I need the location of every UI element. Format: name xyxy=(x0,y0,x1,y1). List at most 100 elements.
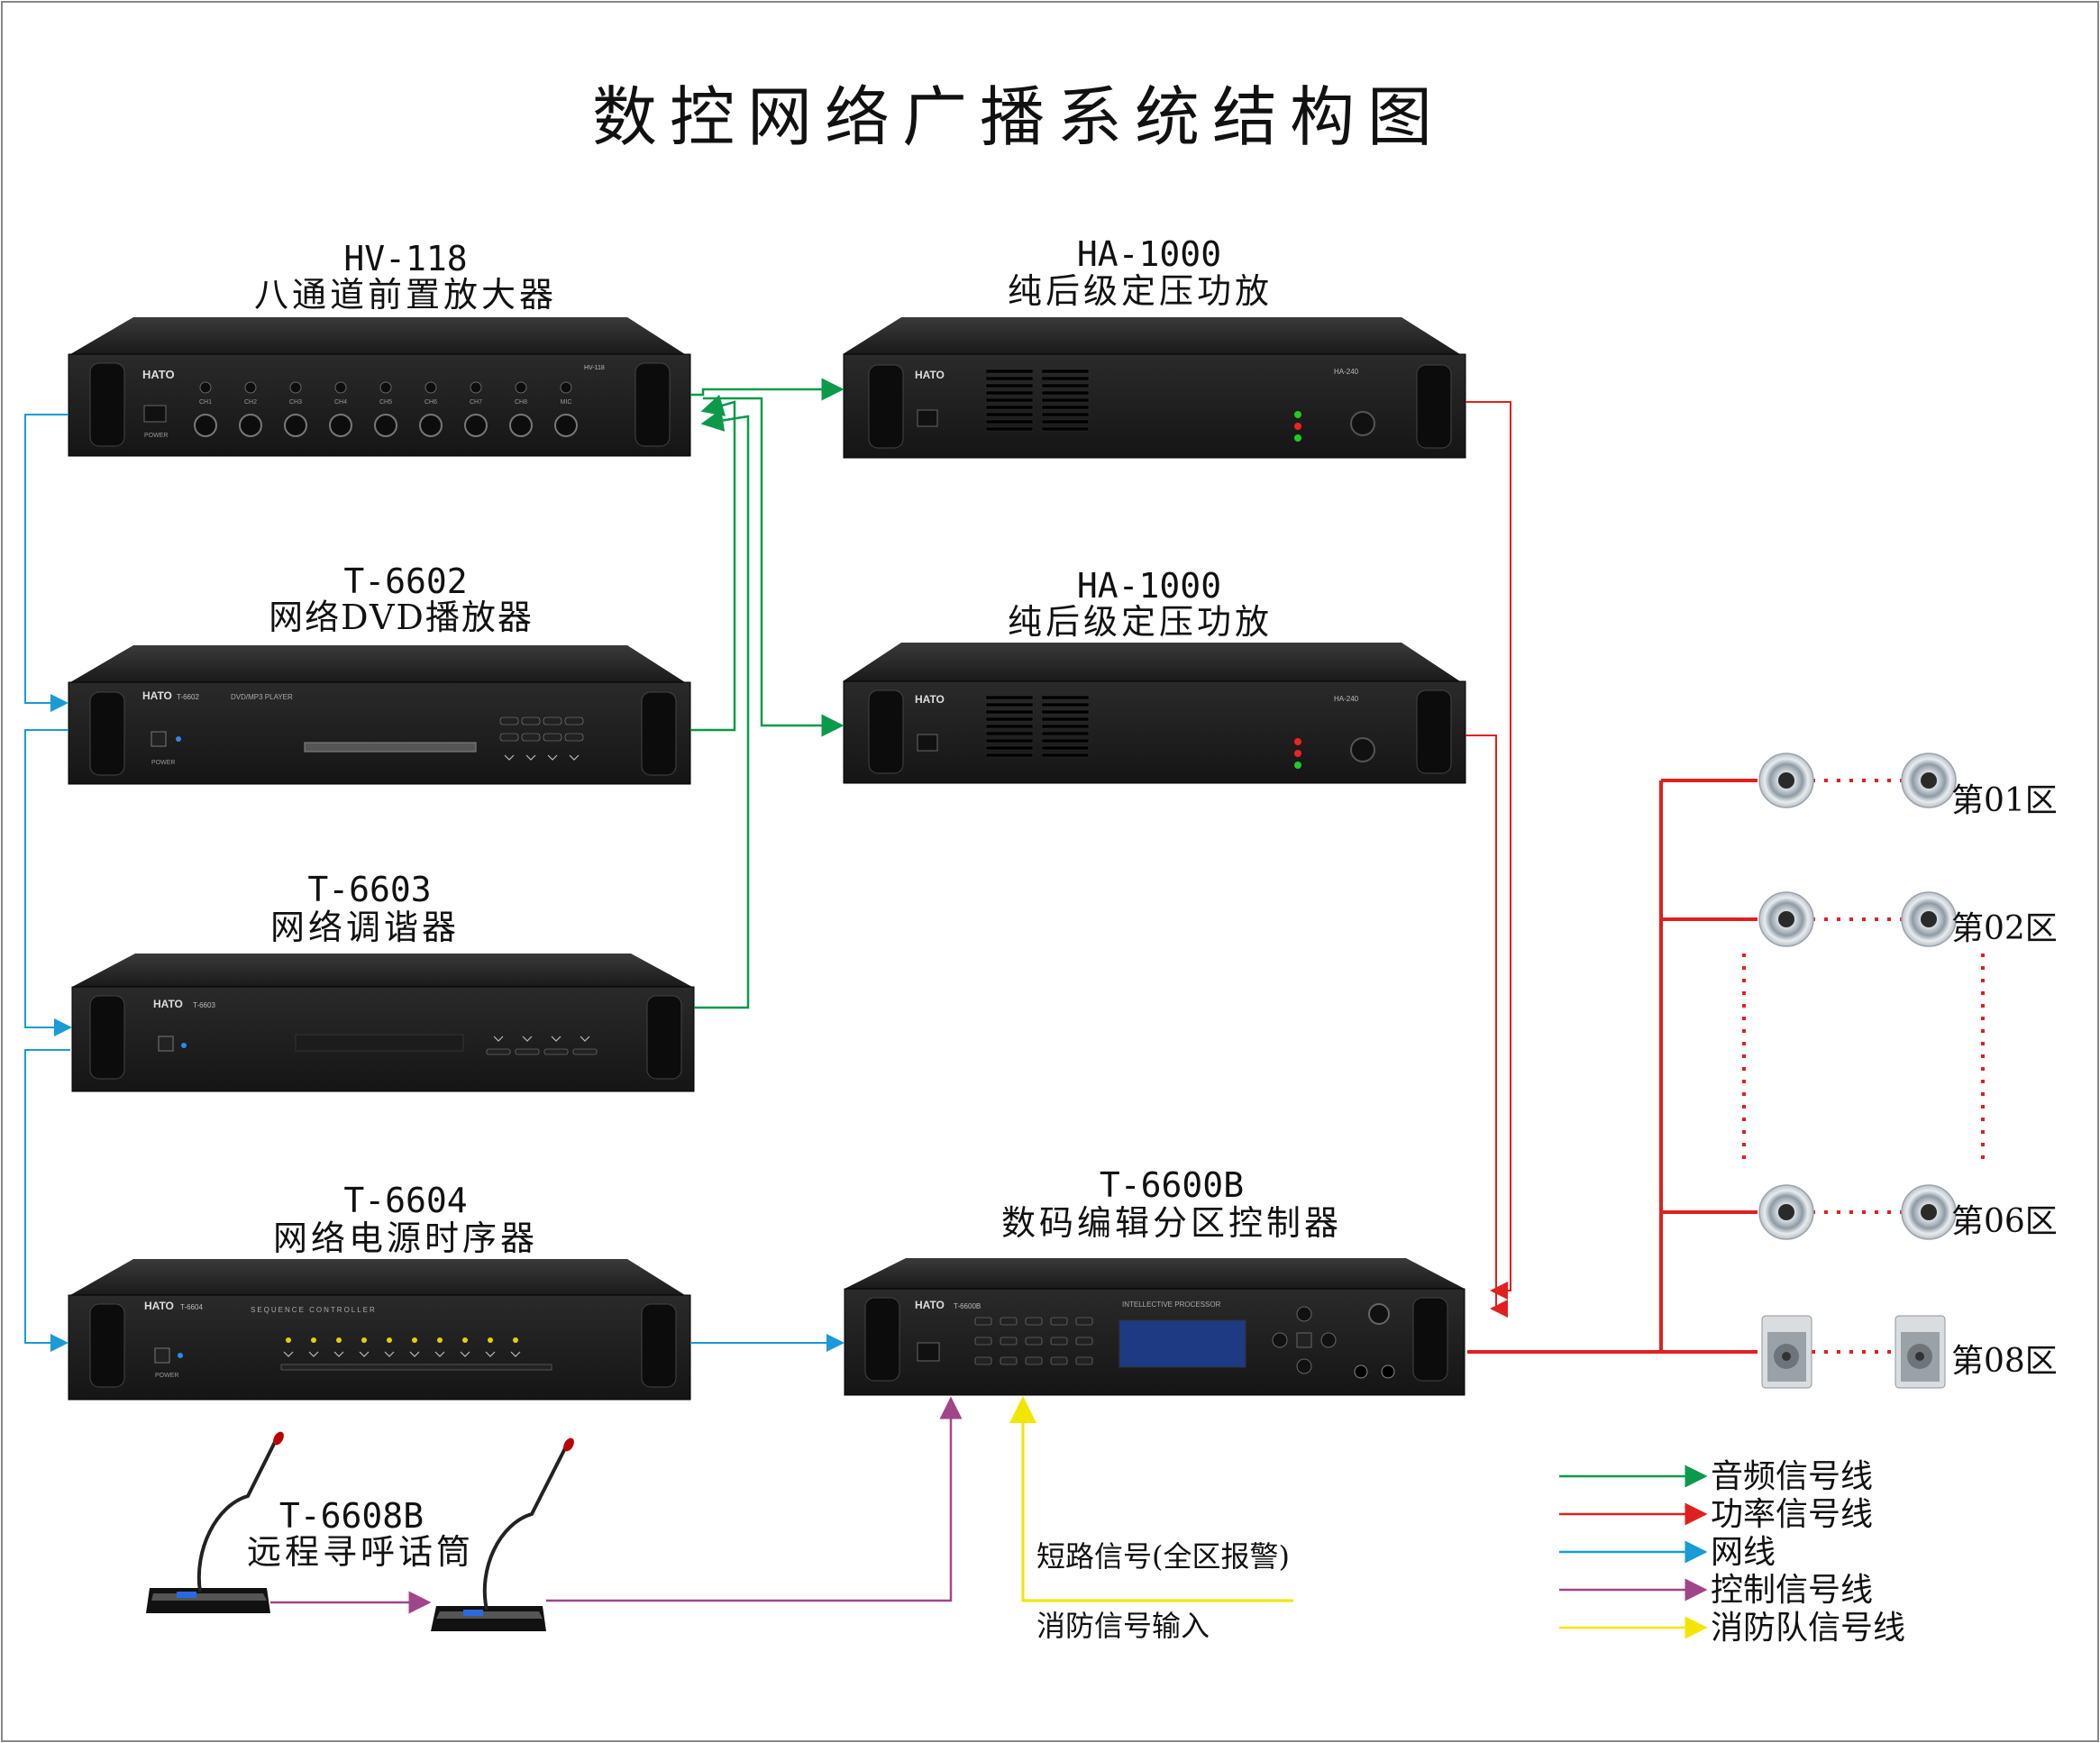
volume-knob xyxy=(284,414,307,437)
control-wires xyxy=(270,1396,963,1614)
tuner-buttons xyxy=(486,1036,598,1055)
hv118-badge: HV-118 xyxy=(584,365,605,371)
power-wires xyxy=(1465,401,1511,1318)
t6602-name: 网络DVD播放器 xyxy=(269,598,534,637)
channel-label: CH6 xyxy=(425,399,437,406)
vent-grille xyxy=(985,369,1090,432)
brand-logo: HATO xyxy=(142,368,175,381)
channel-label: CH3 xyxy=(289,399,302,406)
t6602-model: T-6602 xyxy=(343,561,467,601)
channel-label: CH4 xyxy=(334,399,347,406)
amp2-badge: HA-240 xyxy=(1334,695,1359,703)
zone-label-06: 第06区 xyxy=(1951,1203,2058,1240)
power-label: POWER xyxy=(144,433,168,439)
legend-label: 控制信号线 xyxy=(1711,1572,1873,1609)
network-wires xyxy=(24,414,845,1352)
channel-label: MIC xyxy=(561,399,572,406)
gain-knob xyxy=(425,381,437,394)
gain-knob xyxy=(379,381,392,394)
gain-knob xyxy=(244,381,257,394)
device-t6604: HATO T-6604 SEQUENCE CONTROLLER POWER xyxy=(68,1259,691,1401)
power-switch xyxy=(143,405,167,423)
legend-label: 音频信号线 xyxy=(1711,1458,1873,1495)
amp1-name: 纯后级定压功放 xyxy=(1008,271,1273,311)
device-amp2: HATO HA-240 xyxy=(843,643,1466,784)
device-amp1: HATO HA-240 xyxy=(843,317,1466,459)
legend-label: 功率信号线 xyxy=(1711,1496,1873,1533)
amp1-badge: HA-240 xyxy=(1334,368,1359,376)
gain-knob xyxy=(560,381,572,394)
t6600b-model: T-6600B xyxy=(1100,1165,1244,1205)
label-amp2: HA-1000 纯后级定压功放 xyxy=(1008,566,1273,642)
brand-logo: HATO xyxy=(915,693,945,706)
wall-speaker xyxy=(1761,1315,1812,1389)
power-label: POWER xyxy=(155,1373,178,1379)
device-t6600b: HATO T-6600B INTELLECTIVE PROCESSOR xyxy=(844,1258,1465,1396)
label-t6602: T-6602 网络DVD播放器 xyxy=(269,561,534,637)
label-t6600b: T-6600B 数码编辑分区控制器 xyxy=(1001,1165,1342,1243)
brand-logo: HATO xyxy=(142,689,172,702)
gain-knob xyxy=(334,381,347,394)
volume-knob xyxy=(509,414,533,437)
label-t6608b: T-6608B 远程寻呼话筒 xyxy=(247,1496,470,1572)
sequencer-leds xyxy=(280,1337,552,1371)
t6604-name: 网络电源时序器 xyxy=(273,1218,538,1258)
hv118-name: 八通道前置放大器 xyxy=(254,275,557,315)
volume-knob xyxy=(239,414,262,437)
t6604-badge: T-6604 xyxy=(180,1303,203,1311)
fire-signal-label: 消防信号输入 xyxy=(1036,1609,1210,1643)
dvd-buttons xyxy=(499,716,584,761)
t6604-model: T-6604 xyxy=(343,1181,467,1220)
label-hv118: HV-118 八通道前置放大器 xyxy=(254,239,557,315)
t6600b-badge: T-6600B xyxy=(954,1302,981,1310)
short-signal-label: 短路信号(全区报警) xyxy=(1036,1539,1290,1574)
fire-wires xyxy=(1009,1396,1293,1602)
volume-knob xyxy=(464,414,488,437)
controller-buttons xyxy=(974,1317,1093,1365)
volume-knob xyxy=(419,414,443,437)
brand-logo: HATO xyxy=(144,1300,174,1312)
brand-logo: HATO xyxy=(915,369,945,381)
legend-label: 消防队信号线 xyxy=(1711,1610,1905,1647)
legend-label: 网线 xyxy=(1711,1534,1776,1571)
amp2-name: 纯后级定压功放 xyxy=(1008,602,1273,642)
paging-mic-1 xyxy=(146,1431,284,1613)
t6608b-model: T-6608B xyxy=(279,1496,424,1536)
audio-wires xyxy=(690,378,845,1009)
disc-tray xyxy=(304,742,477,753)
amp1-model: HA-1000 xyxy=(1077,234,1221,274)
t6603-name: 网络调谐器 xyxy=(270,908,460,947)
tuner-display xyxy=(295,1034,464,1052)
zone-dots xyxy=(1742,779,1985,1354)
label-amp1: HA-1000 纯后级定压功放 xyxy=(1008,234,1273,311)
sequencer-panel-text: SEQUENCE CONTROLLER xyxy=(251,1306,377,1314)
controller-panel-text: INTELLECTIVE PROCESSOR xyxy=(1122,1300,1221,1309)
channel-label: CH7 xyxy=(470,399,482,406)
gain-knob xyxy=(289,381,302,394)
zone-wires xyxy=(1467,779,1758,1354)
lcd-screen xyxy=(1118,1319,1246,1368)
t6602-badge: T-6602 xyxy=(177,693,199,701)
channel-label: CH8 xyxy=(515,399,527,406)
gain-knob xyxy=(199,381,212,394)
page-title: 数控网络广播系统结构图 xyxy=(592,79,1445,155)
device-t6603: HATO T-6603 xyxy=(71,954,695,1092)
brand-logo: HATO xyxy=(915,1299,945,1311)
hv118-model: HV-118 xyxy=(343,239,467,278)
volume-knob xyxy=(1350,737,1375,762)
brand-logo: HATO xyxy=(153,998,183,1010)
t6600b-name: 数码编辑分区控制器 xyxy=(1001,1203,1342,1243)
t6603-badge: T-6603 xyxy=(193,1001,215,1009)
gain-knob xyxy=(470,381,482,394)
speakers xyxy=(1758,753,1957,1389)
channel-label: CH2 xyxy=(244,399,257,406)
zone-label-01: 第01区 xyxy=(1951,782,2058,819)
nav-pad xyxy=(1272,1306,1337,1374)
device-t6602: HATO T-6602 DVD/MP3 PLAYER POWER xyxy=(68,645,691,785)
zone-label-02: 第02区 xyxy=(1951,910,2058,947)
channel-label: CH1 xyxy=(199,399,212,406)
